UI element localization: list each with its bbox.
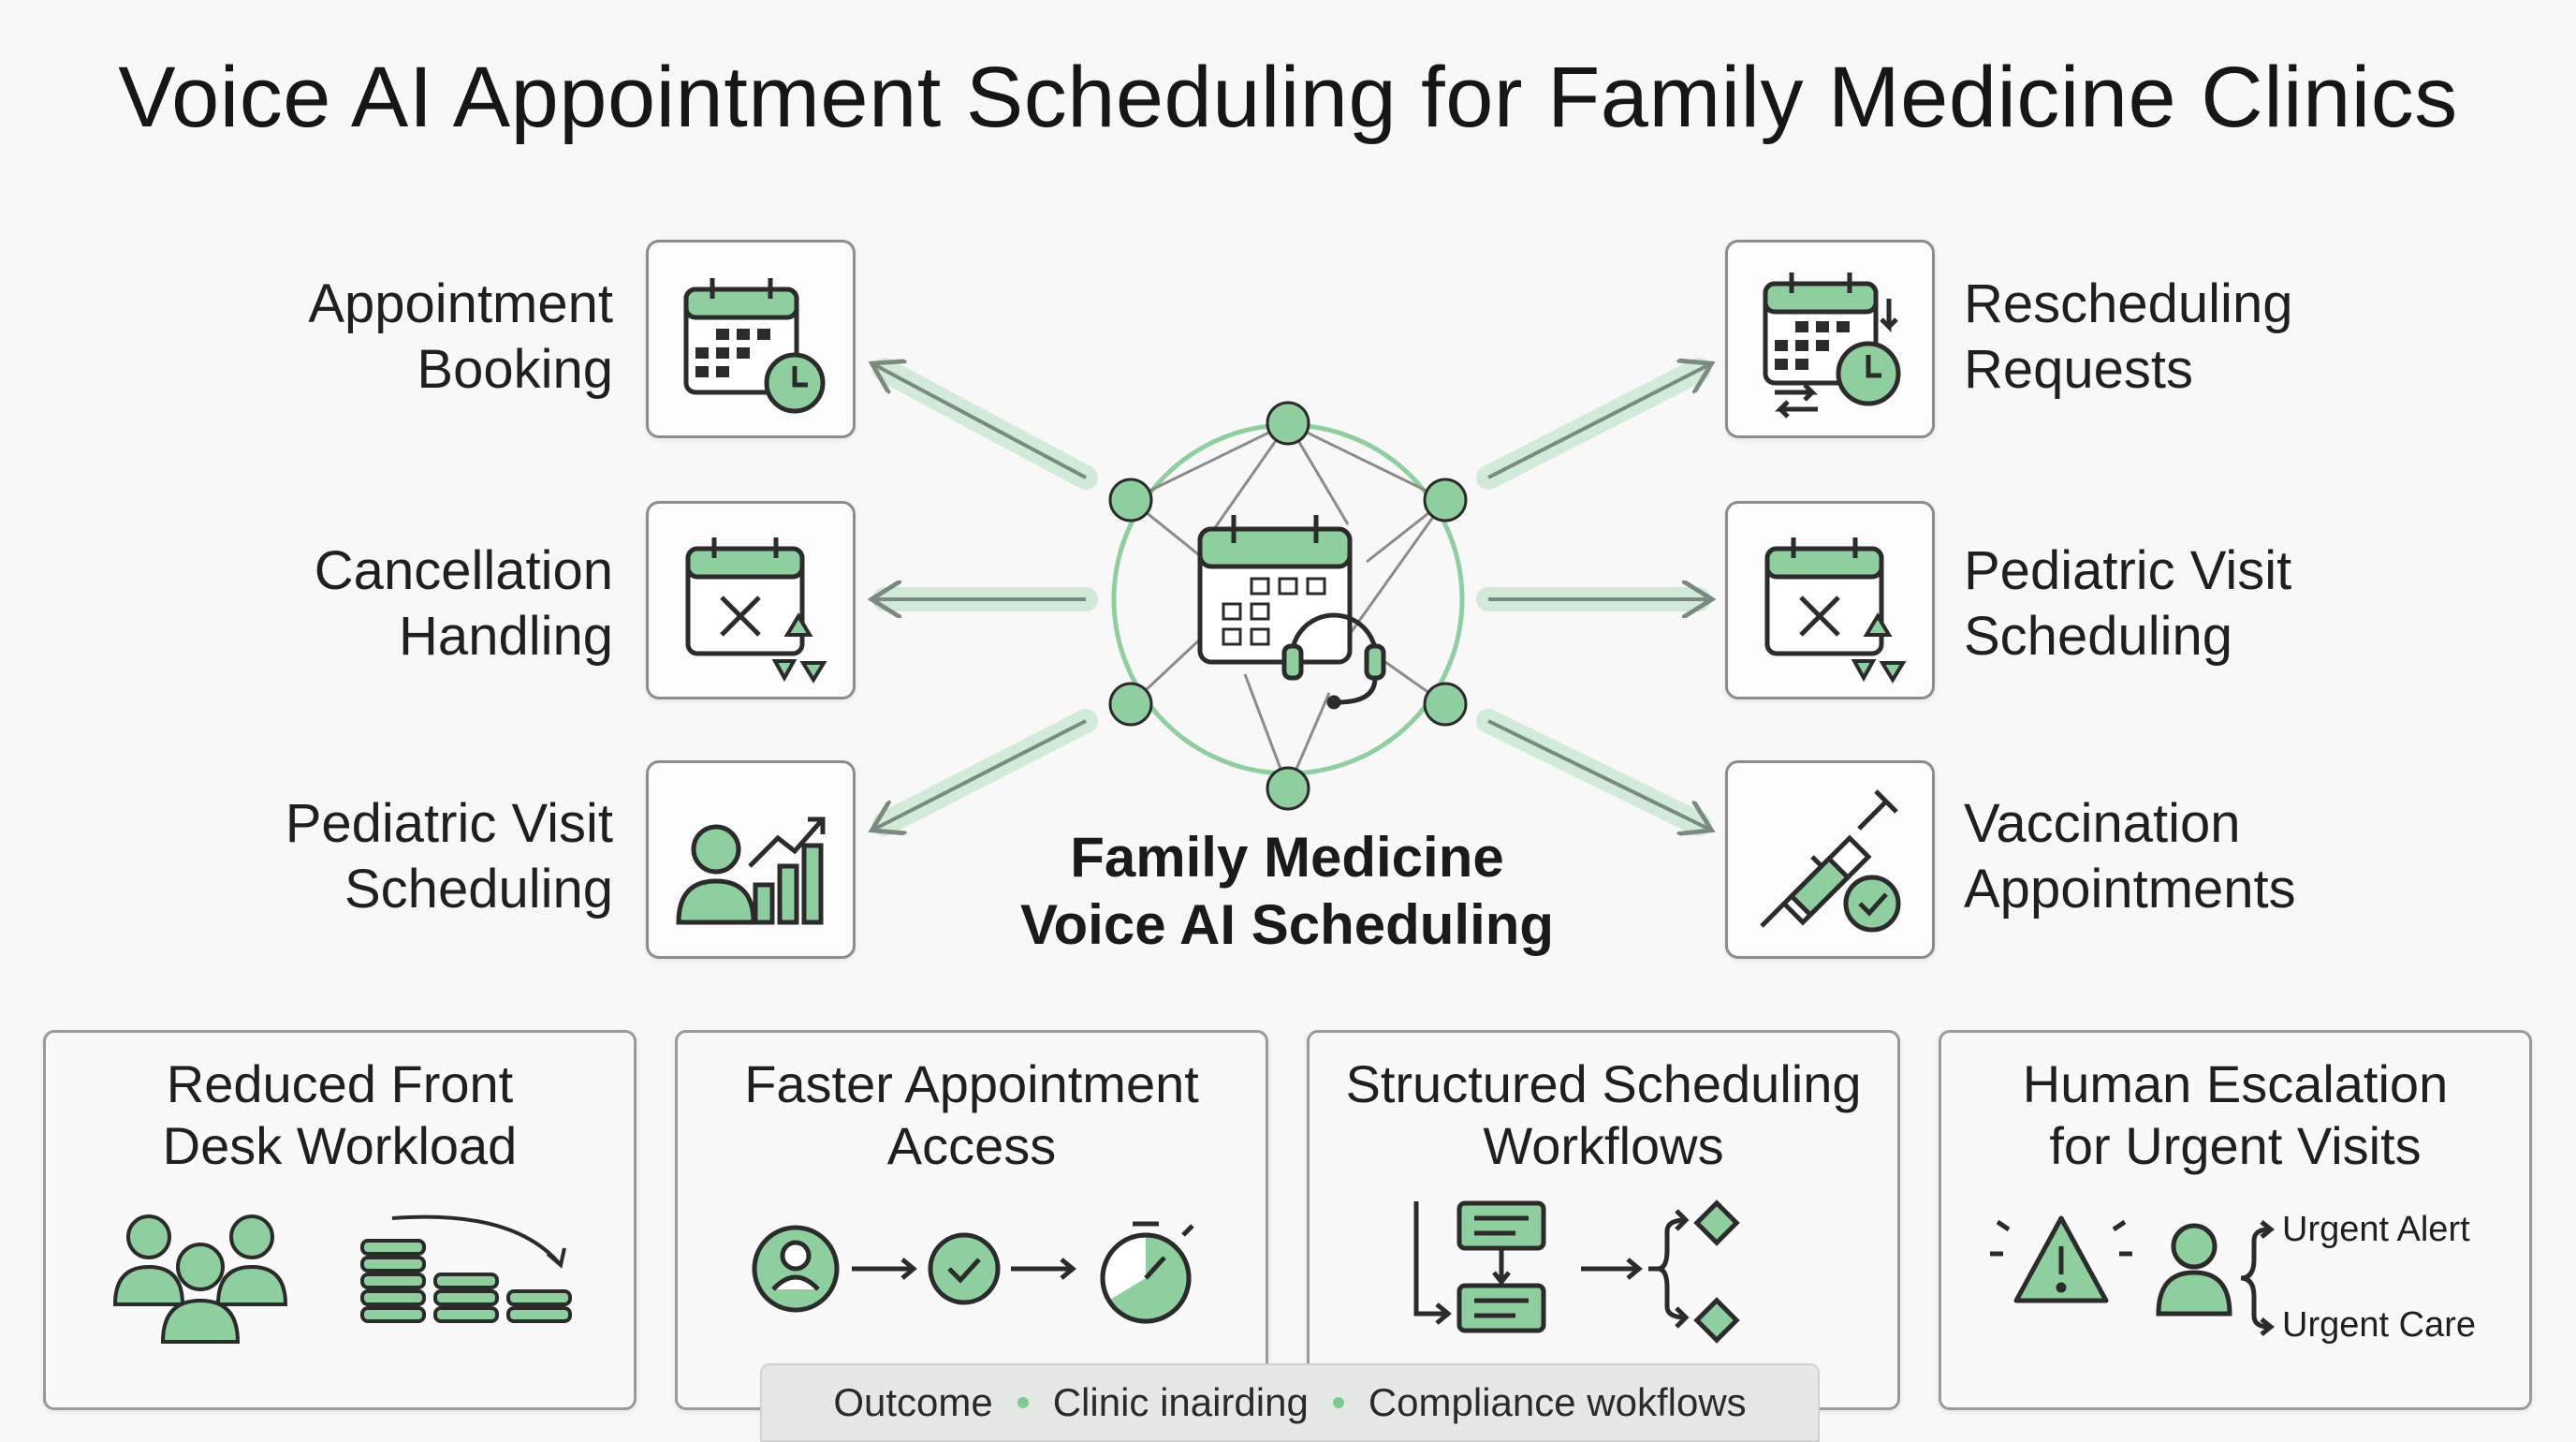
calendar-clock-icon bbox=[683, 278, 826, 414]
footer-tag: Outcome bbox=[833, 1380, 993, 1424]
outcome-panel-faster-access: Faster Appointment Access bbox=[675, 1030, 1268, 1410]
page-title: Voice AI Appointment Scheduling for Fami… bbox=[118, 50, 2458, 145]
outcome-title: Faster Appointment Access bbox=[744, 1054, 1199, 1175]
flowchart-branch-icon bbox=[1413, 1199, 1740, 1344]
arrow-to-pediatric-visit-left bbox=[875, 719, 1087, 829]
calendar-headset-icon bbox=[1197, 515, 1386, 710]
feature-card-pediatric-visit-left[interactable] bbox=[646, 760, 856, 959]
hub-title-line1: Family Medicine bbox=[1070, 826, 1504, 889]
outcome-panel-reduced-front-desk: Reduced Front Desk Workload bbox=[43, 1030, 637, 1410]
arrow-to-rescheduling bbox=[1487, 365, 1708, 479]
network-node bbox=[1266, 766, 1310, 811]
separator-dot-icon bbox=[1017, 1397, 1029, 1408]
feature-label-cancellation-handling: Cancellation Handling bbox=[314, 540, 613, 667]
footer-tag: Clinic inairding bbox=[1052, 1380, 1309, 1424]
syringe-check-icon bbox=[1760, 789, 1901, 933]
separator-dot-icon bbox=[1332, 1397, 1344, 1408]
feature-card-cancellation-handling[interactable] bbox=[646, 501, 856, 699]
network-node bbox=[1108, 682, 1153, 727]
footer-tag: Compliance wokflows bbox=[1368, 1380, 1747, 1424]
outcome-title: Reduced Front Desk Workload bbox=[162, 1054, 518, 1175]
user-check-timer-icon bbox=[752, 1221, 1194, 1324]
calendar-cancel-recycle-icon bbox=[1764, 537, 1907, 684]
hub-title: Family Medicine Voice AI Scheduling bbox=[959, 824, 1615, 959]
feature-card-vaccination-appointments[interactable] bbox=[1725, 760, 1935, 959]
outcome-title: Human Escalation for Urgent Visits bbox=[2022, 1054, 2449, 1175]
outcome-title: Structured Scheduling Workflows bbox=[1345, 1054, 1862, 1175]
feature-label-vaccination-appointments: Vaccination Appointments bbox=[1964, 793, 2296, 920]
alert-escalation-icon: Urgent Alert Urgent Care bbox=[1990, 1210, 2476, 1345]
urgent-alert-label: Urgent Alert bbox=[2282, 1210, 2470, 1249]
feature-label-pediatric-visit-right: Pediatric Visit Scheduling bbox=[1964, 540, 2292, 667]
feature-label-appointment-booking: Appointment Booking bbox=[308, 273, 613, 400]
network-node bbox=[1108, 478, 1153, 522]
calendar-reschedule-icon bbox=[1763, 272, 1901, 419]
staff-and-stacks-icon bbox=[112, 1214, 572, 1344]
feature-card-appointment-booking[interactable] bbox=[646, 240, 856, 438]
network-node bbox=[1423, 682, 1468, 727]
network-node bbox=[1266, 401, 1310, 446]
feature-card-rescheduling-requests[interactable] bbox=[1725, 240, 1935, 438]
outcome-panel-structured-workflows: Structured Scheduling Workflows bbox=[1307, 1030, 1900, 1410]
arrow-to-appointment-booking bbox=[875, 365, 1087, 479]
hub-title-line2: Voice AI Scheduling bbox=[1019, 893, 1555, 956]
calendar-cancel-recycle-icon bbox=[685, 537, 827, 684]
arrow-to-vaccination bbox=[1487, 719, 1708, 829]
feature-label-pediatric-visit-left: Pediatric Visit Scheduling bbox=[285, 793, 613, 920]
feature-label-rescheduling-requests: Rescheduling Requests bbox=[1964, 273, 2293, 400]
network-node bbox=[1423, 478, 1468, 522]
person-growth-chart-icon bbox=[676, 817, 826, 925]
footer-tag-bar: Outcome Clinic inairding Compliance wokf… bbox=[760, 1363, 1820, 1442]
feature-card-pediatric-visit-right[interactable] bbox=[1725, 501, 1935, 699]
outcome-panel-human-escalation: Human Escalation for Urgent Visits Urgen… bbox=[1939, 1030, 2532, 1410]
urgent-care-label: Urgent Care bbox=[2282, 1305, 2476, 1345]
